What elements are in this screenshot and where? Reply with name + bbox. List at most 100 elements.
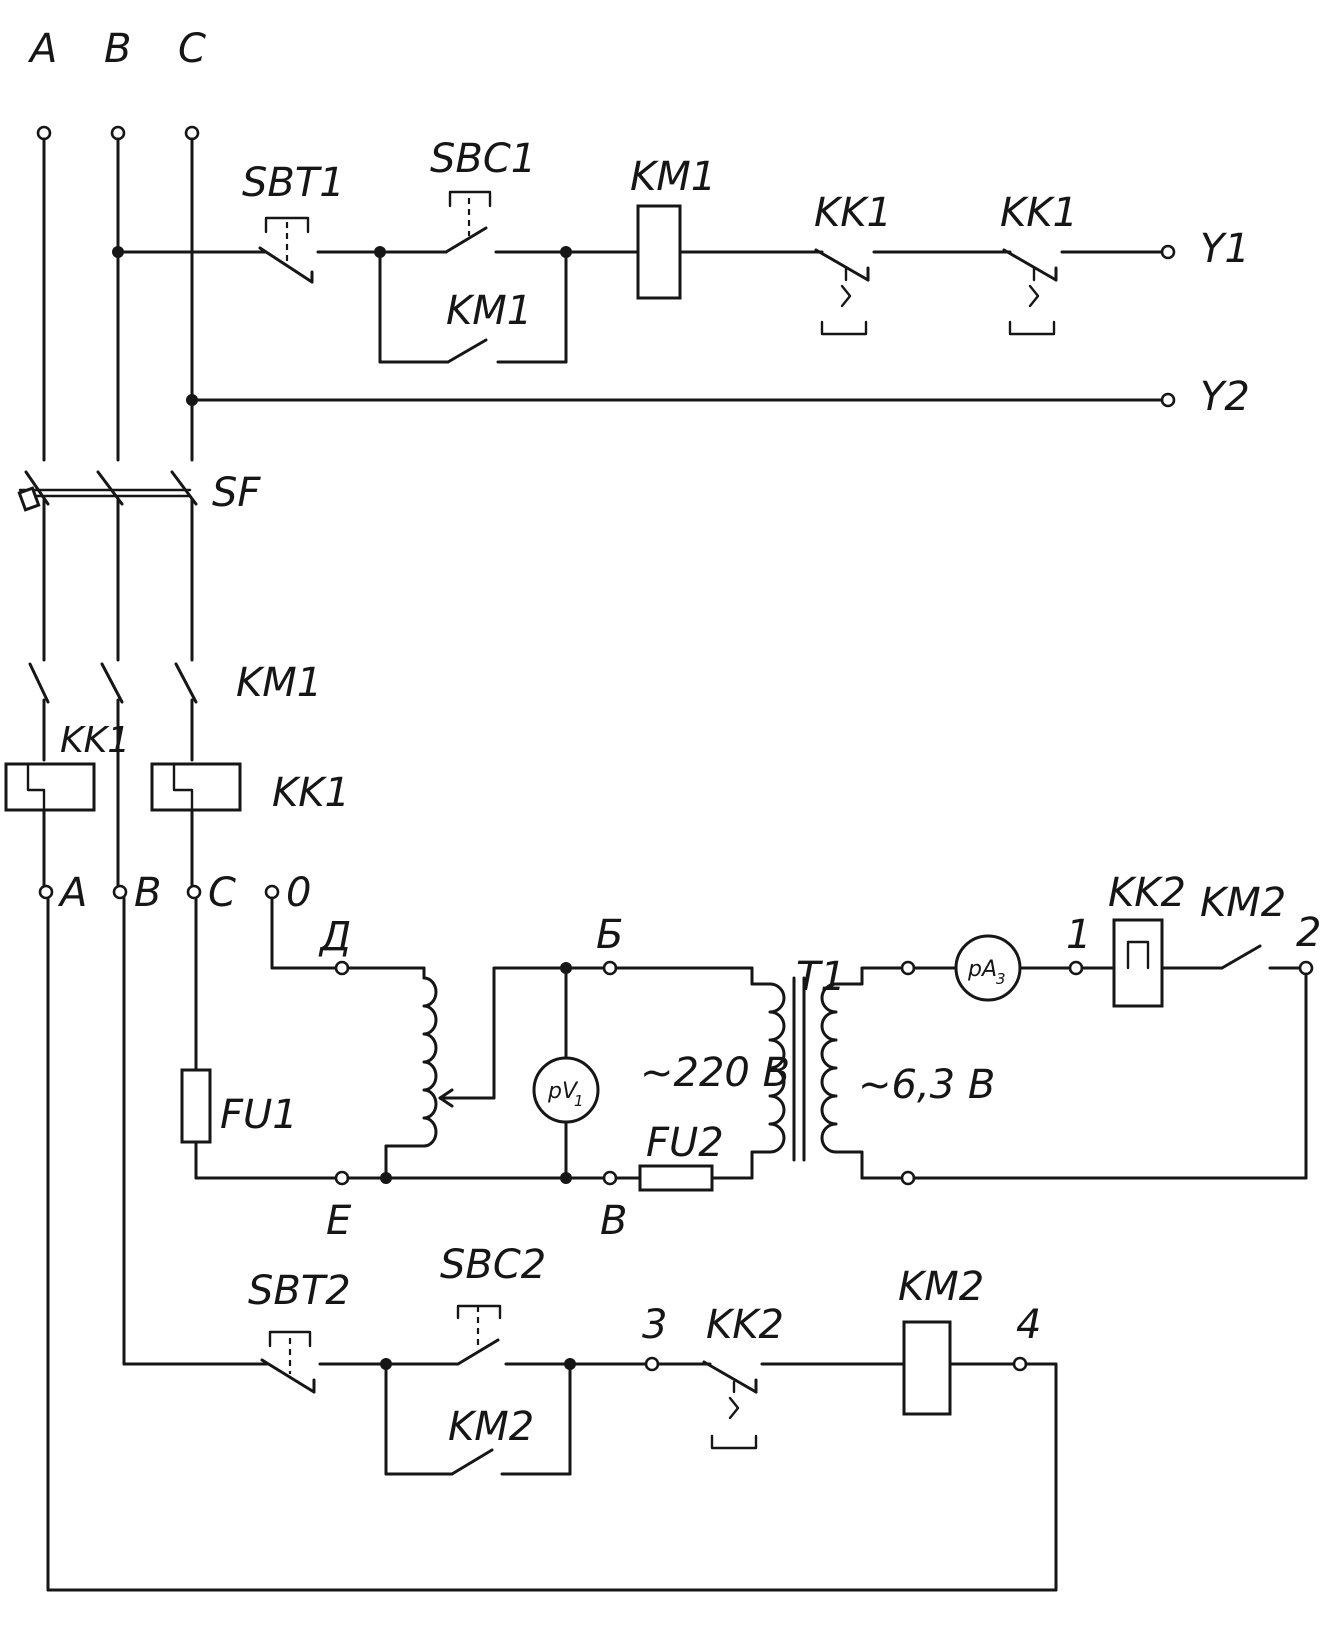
terminal-1 (1068, 960, 1084, 976)
terminal-4 (1012, 1356, 1028, 1372)
transformer-t1 (750, 966, 904, 1180)
supply-terminal-b (110, 125, 126, 141)
control-circuit-2 (260, 1304, 1058, 1476)
sbc2-label: SBC2 (440, 1242, 546, 1288)
terminal-b-top (602, 960, 618, 976)
terminal-v (602, 1170, 618, 1186)
terminal-b-label: B (134, 870, 161, 916)
kk2-relay-label: KK2 (1108, 870, 1186, 916)
sbt1-label: SBT1 (242, 160, 345, 206)
y2-label: Y2 (1200, 374, 1250, 420)
phase-b-wire (116, 137, 270, 1366)
km2-coil-label: KM2 (898, 1264, 984, 1310)
sbc2-button-cap (456, 1304, 502, 1320)
secondary-terminal-bottom (900, 1170, 916, 1186)
terminal-2-label: 2 (1296, 910, 1321, 956)
output-terminal-neutral (264, 884, 280, 900)
fu1-label: FU1 (220, 1092, 298, 1138)
autotransformer-circuit (180, 896, 754, 1192)
terminal-4-label: 4 (1016, 1302, 1041, 1348)
sf-label: SF (212, 470, 261, 516)
km2-hold-contact (450, 1448, 494, 1476)
voltmeter-label: pV (547, 1079, 579, 1104)
km1-coil-label: KM1 (630, 154, 716, 200)
terminal-neutral-label: 0 (286, 870, 311, 916)
y1-label: Y1 (1200, 226, 1250, 272)
sbt1-button-cap (264, 216, 310, 234)
kk2-contact (702, 1360, 758, 1394)
kk1-base-1 (820, 320, 868, 336)
phase-c-wire (190, 137, 338, 1180)
km1-hold-label: KM1 (446, 288, 532, 334)
supply-terminal-c (184, 125, 200, 141)
kk1-contact-2 (1002, 248, 1058, 282)
voltmeter-subscript: 1 (574, 1092, 584, 1110)
km1-coil (636, 204, 682, 300)
kk2-heater (1112, 918, 1164, 1008)
sbt1-contact (258, 246, 314, 284)
terminal-c-label: C (208, 870, 236, 916)
terminal-b-top-label: Б (596, 912, 623, 958)
load-circuit (900, 918, 1314, 1186)
secondary-terminal-top (900, 960, 916, 976)
kk1-contact-1-label: KK1 (814, 190, 892, 236)
t1-secondary-winding (820, 982, 838, 1154)
autotransformer-winding (422, 976, 438, 1148)
sbt2-button-cap (268, 1330, 312, 1348)
sbc1-label: SBC1 (430, 136, 536, 182)
km2-load-contact (1220, 944, 1262, 970)
breaker-sf (17, 470, 198, 512)
terminal-d-label: Д (318, 914, 351, 960)
sbt2-contact (260, 1358, 316, 1394)
fu1-fuse (180, 1068, 212, 1144)
kk1-relay-right-label: KK1 (272, 770, 350, 816)
phase-label-b: B (104, 26, 131, 72)
km2-load-label: KM2 (1200, 880, 1286, 926)
sbc2-contact (456, 1338, 500, 1366)
t1-label: T1 (796, 954, 846, 1000)
km1-hold-contact (446, 338, 488, 364)
kk1-thermal-symbol-2 (1028, 284, 1040, 308)
terminal-3-label: 3 (642, 1302, 667, 1348)
kk2-base (710, 1434, 758, 1450)
y2-terminal (1160, 392, 1176, 408)
km2-coil (902, 1320, 952, 1416)
terminal-e (334, 1170, 350, 1186)
kk2-contact-label: KK2 (706, 1302, 784, 1348)
kk2-thermal-symbol (728, 1396, 740, 1420)
sbc1-button-cap (448, 190, 492, 208)
fu2-fuse (638, 1164, 714, 1192)
phase-label-c: C (178, 26, 206, 72)
terminal-1-label: 1 (1066, 912, 1091, 958)
sbt2-label: SBT2 (248, 1268, 351, 1314)
output-terminal-c (186, 884, 202, 900)
thermal-relay-kk1-left (4, 762, 96, 812)
kk1-contact-1 (814, 248, 870, 282)
terminal-d (334, 960, 350, 976)
terminal-a-label: A (57, 870, 87, 916)
terminal-3 (644, 1356, 660, 1372)
output-terminal-b (112, 884, 128, 900)
fu2-label: FU2 (646, 1120, 724, 1166)
control-circuit-1 (112, 190, 1176, 408)
sbc1-contact (444, 226, 488, 254)
phase-label-a: A (27, 26, 57, 72)
kk1-thermal-symbol-1 (840, 284, 852, 308)
main-contacts-km1 (28, 662, 198, 704)
ammeter-label: pA (967, 957, 997, 982)
terminal-v-label: В (600, 1198, 627, 1244)
km2-hold-label: KM2 (448, 1404, 534, 1450)
terminal-2 (1298, 960, 1314, 976)
kk1-relay-left-label: KK1 (60, 720, 130, 761)
kk1-base-2 (1008, 320, 1056, 336)
y1-terminal (1160, 244, 1176, 260)
secondary-voltage-label: ~6,3 В (858, 1062, 995, 1108)
output-terminal-a (38, 884, 54, 900)
thermal-relay-kk1-right (150, 762, 242, 812)
primary-voltage-label: ~220 В (640, 1050, 790, 1096)
km1-main-label: KM1 (236, 660, 322, 706)
terminal-e-label: E (326, 1198, 352, 1244)
ammeter-subscript: 3 (996, 970, 1006, 988)
